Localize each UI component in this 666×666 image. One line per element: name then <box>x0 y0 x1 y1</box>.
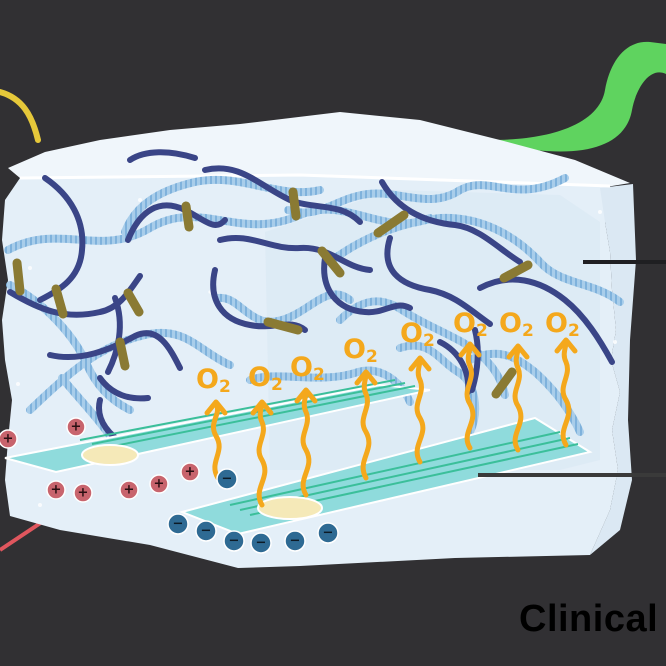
svg-text:+: + <box>51 483 62 498</box>
dark-strand <box>217 234 373 273</box>
o2-arrow <box>250 399 274 508</box>
crosslink <box>491 367 517 399</box>
o2-arrow <box>408 355 432 465</box>
svg-text:−: − <box>323 526 334 541</box>
o2-label: O2 <box>453 308 488 341</box>
electrode-front-pad <box>257 496 323 520</box>
o2-arrow <box>204 399 228 481</box>
o2-label: O2 <box>499 308 534 341</box>
o2-arrow <box>554 337 578 448</box>
dark-strand <box>469 327 481 393</box>
clinical-label: Clinical <box>519 598 659 640</box>
svg-text:+: + <box>185 465 196 480</box>
crosslink <box>263 317 303 335</box>
o2-arrow <box>294 387 318 498</box>
svg-text:+: + <box>71 420 82 435</box>
negative-ion: − <box>317 522 339 544</box>
svg-text:−: − <box>201 524 212 539</box>
svg-text:+: + <box>78 486 89 501</box>
dark-strand <box>379 179 523 265</box>
o2-label: O2 <box>545 308 580 341</box>
crosslink <box>181 201 194 232</box>
crosslink <box>123 288 144 317</box>
gel-top-face <box>8 112 630 188</box>
gel-bubbles <box>16 186 617 507</box>
svg-text:−: − <box>290 534 301 549</box>
light-strand <box>246 366 414 406</box>
svg-text:−: − <box>173 517 184 532</box>
negative-ion: − <box>195 520 217 542</box>
gel-front-edge <box>19 173 611 188</box>
negative-ion: − <box>167 513 189 535</box>
positive-ion: + <box>73 483 93 503</box>
gel-side-face <box>590 184 636 555</box>
o2-label: O2 <box>400 318 435 351</box>
o2-label: O2 <box>248 362 283 395</box>
dark-strand <box>97 375 151 402</box>
negative-ion: − <box>284 530 306 552</box>
svg-text:+: + <box>124 483 135 498</box>
dark-strand <box>47 330 183 371</box>
crosslink <box>373 210 409 238</box>
positive-ion: + <box>119 480 139 500</box>
negative-ions: − − − − − − − <box>167 468 339 554</box>
positive-ion: + <box>46 480 66 500</box>
svg-text:−: − <box>256 536 267 551</box>
positive-ion: + <box>66 417 86 437</box>
oxygen-arrows <box>204 337 578 508</box>
svg-text:−: − <box>229 534 240 549</box>
crosslinks <box>12 187 533 399</box>
negative-ion: − <box>250 532 272 554</box>
negative-ion: − <box>216 468 238 490</box>
svg-text:+: + <box>3 432 14 447</box>
dark-strand <box>384 235 493 327</box>
light-strand <box>336 297 509 399</box>
o2-arrow <box>506 343 530 453</box>
electrode-back-pad <box>81 444 139 466</box>
o2-arrow <box>354 369 378 481</box>
positive-ion: + <box>149 474 169 494</box>
electrode-front <box>178 416 593 536</box>
dark-strand <box>127 149 198 163</box>
dark-strand <box>321 255 413 316</box>
oxygen-labels: O2 O2 O2 O2 O2 O2 O2 O2 <box>196 308 580 397</box>
positive-ion: + <box>0 429 18 449</box>
svg-text:+: + <box>154 477 165 492</box>
dark-strand <box>105 295 123 375</box>
light-strand <box>4 205 434 254</box>
green-fiber <box>490 41 666 152</box>
o2-label: O2 <box>290 352 325 385</box>
light-strand <box>121 175 324 236</box>
crosslink <box>12 258 25 296</box>
crosslink <box>499 260 533 283</box>
yellow-fiber <box>0 89 41 143</box>
negative-ion: − <box>223 530 245 552</box>
positive-ion: + <box>180 462 200 482</box>
crosslink <box>51 284 68 319</box>
positive-ions: + + + + + + + <box>0 417 200 503</box>
crosslink <box>288 187 301 221</box>
crosslink <box>317 246 345 278</box>
o2-arrow <box>458 341 482 451</box>
svg-text:−: − <box>222 472 233 487</box>
o2-label: O2 <box>196 364 231 397</box>
o2-label: O2 <box>343 334 378 367</box>
crosslink <box>115 337 130 371</box>
